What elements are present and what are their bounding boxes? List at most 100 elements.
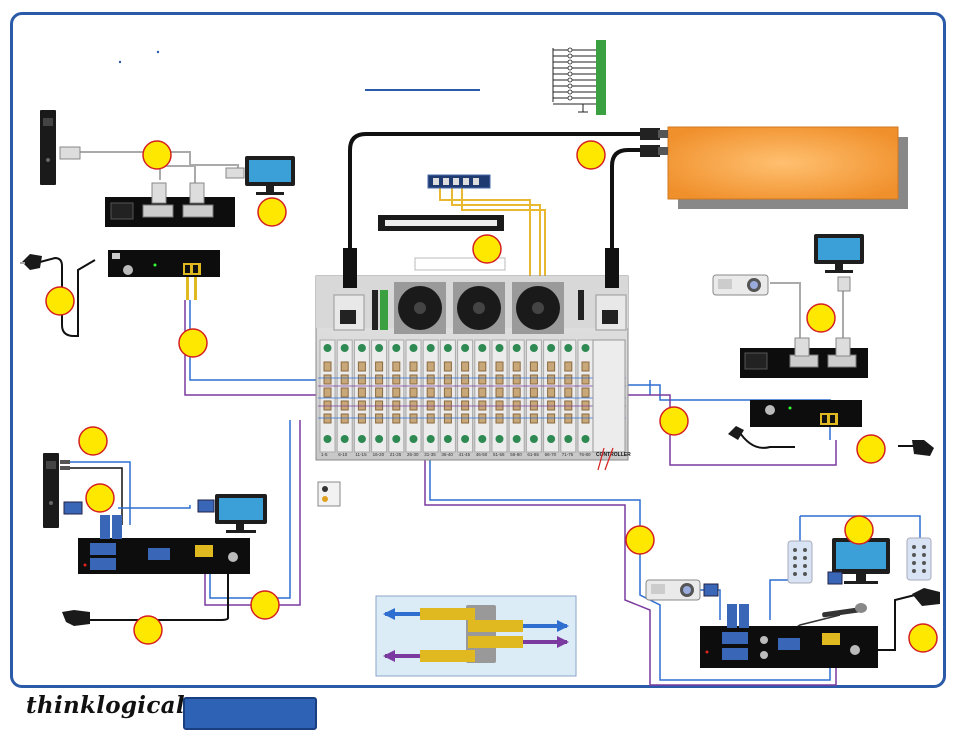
- pointer-line: [597, 447, 605, 471]
- monitor-icon: [215, 494, 267, 533]
- brand-tag: [183, 697, 317, 730]
- slot-card: 76-80: [577, 339, 594, 457]
- tx-fiber: [189, 300, 320, 381]
- callout-marker: [472, 234, 502, 264]
- slot-card: 31-35: [422, 339, 439, 457]
- fiber-transmitter-box: [108, 250, 220, 277]
- slot-card: 46-50: [474, 339, 491, 457]
- slot-card: 6-10: [336, 339, 353, 457]
- slot-card: 51-55: [491, 339, 508, 457]
- fiber-legend: [375, 595, 577, 677]
- slot-card: 36-40: [439, 339, 456, 457]
- callout-marker: [133, 615, 163, 645]
- controller-label: CONTROLLER: [596, 452, 631, 458]
- computer-tower-icon: [43, 453, 59, 528]
- callout-marker: [85, 483, 115, 513]
- speaker-icon: [906, 537, 932, 581]
- computer-tower-icon: [40, 110, 56, 185]
- callout-marker: [250, 590, 280, 620]
- fan-icon: [453, 282, 505, 334]
- projector-icon: [712, 274, 769, 296]
- power-cable: [878, 594, 916, 651]
- diagram-frame: [10, 12, 946, 688]
- audio-cable: [70, 461, 131, 525]
- slot-card: 41-45: [457, 339, 474, 457]
- slot-card: 1-5: [319, 339, 336, 457]
- callout-marker: [257, 197, 287, 227]
- dvi-connector-icon: [225, 167, 245, 179]
- fan-icon: [512, 282, 564, 334]
- slot-label: 41-45: [459, 452, 471, 457]
- slot-label: 1-5: [321, 452, 328, 457]
- dvi-connector-icon: [837, 276, 851, 292]
- slot-card: 61-65: [525, 339, 542, 457]
- terminal-block: [552, 40, 606, 115]
- fiber-connector: [194, 277, 197, 300]
- stray-dot: [118, 60, 122, 64]
- stray-dot: [156, 50, 160, 54]
- callout-marker: [625, 525, 655, 555]
- fan-icon: [394, 282, 446, 334]
- slot-card: 21-25: [388, 339, 405, 457]
- callout-marker: [908, 623, 938, 653]
- slot-label: 51-55: [493, 452, 505, 457]
- dvi-receiver-box: [105, 182, 235, 227]
- slot-label: 16-20: [373, 452, 385, 457]
- callout-marker: [576, 140, 606, 170]
- power-plug-icon: [62, 610, 90, 626]
- vga-connector-icon: [703, 583, 719, 597]
- power-plug-icon: [912, 588, 940, 606]
- slot-label: 66-70: [545, 452, 557, 457]
- vga-receiver-box: [700, 604, 878, 668]
- callout-marker: [45, 286, 75, 316]
- patch-panel: [378, 215, 504, 231]
- power-cable: [90, 570, 229, 621]
- slot-label: 11-15: [355, 452, 367, 457]
- slot-label: 46-50: [476, 452, 488, 457]
- callout-marker: [856, 434, 886, 464]
- callout-marker: [659, 406, 689, 436]
- power-cable: [39, 256, 96, 337]
- callout-marker: [178, 328, 208, 358]
- pointer-line: [604, 447, 614, 471]
- audio-cable: [70, 467, 123, 525]
- slot-card: 16-20: [371, 339, 388, 457]
- dvi-cable: [159, 165, 196, 185]
- monitor-icon: [814, 234, 864, 273]
- power-plug-icon: [728, 426, 744, 440]
- slot-card: 11-15: [353, 339, 370, 457]
- slot-card: 66-70: [543, 339, 560, 457]
- black-cable: [348, 132, 640, 270]
- microphone-icon: [822, 603, 867, 618]
- dvi-connector-icon: [59, 146, 81, 160]
- tx-fiber: [209, 420, 291, 599]
- controller-card: CONTROLLER: [592, 339, 631, 458]
- dvi-receiver-box: [740, 337, 868, 378]
- vga-connector-icon: [63, 501, 83, 515]
- audio-video-jacks-icon: [317, 481, 341, 507]
- black-cable: [610, 148, 640, 270]
- slot-label: 26-30: [407, 452, 419, 457]
- callout-marker: [78, 426, 108, 456]
- slot-label: 36-40: [441, 452, 453, 457]
- power-cable: [737, 429, 795, 449]
- slot-label: 6-10: [338, 452, 348, 457]
- slot-card: 26-30: [405, 339, 422, 457]
- power-plug-icon: [20, 254, 42, 270]
- slot-card: 71-75: [560, 339, 577, 457]
- video-cable: [118, 505, 191, 509]
- slot-label: 56-60: [510, 452, 522, 457]
- slot-label: 21-25: [390, 452, 402, 457]
- orange-server: [640, 126, 908, 209]
- video-switch-icon: [427, 174, 491, 189]
- vga-connector-icon: [827, 571, 843, 585]
- fiber-transmitter-box: [750, 400, 862, 427]
- audio-jack: [60, 466, 70, 470]
- monitor-icon: [832, 538, 890, 584]
- rx-fiber: [620, 394, 837, 466]
- audio-jack: [60, 460, 70, 464]
- fiber-connector: [186, 277, 189, 300]
- slot-card: 56-60: [508, 339, 525, 457]
